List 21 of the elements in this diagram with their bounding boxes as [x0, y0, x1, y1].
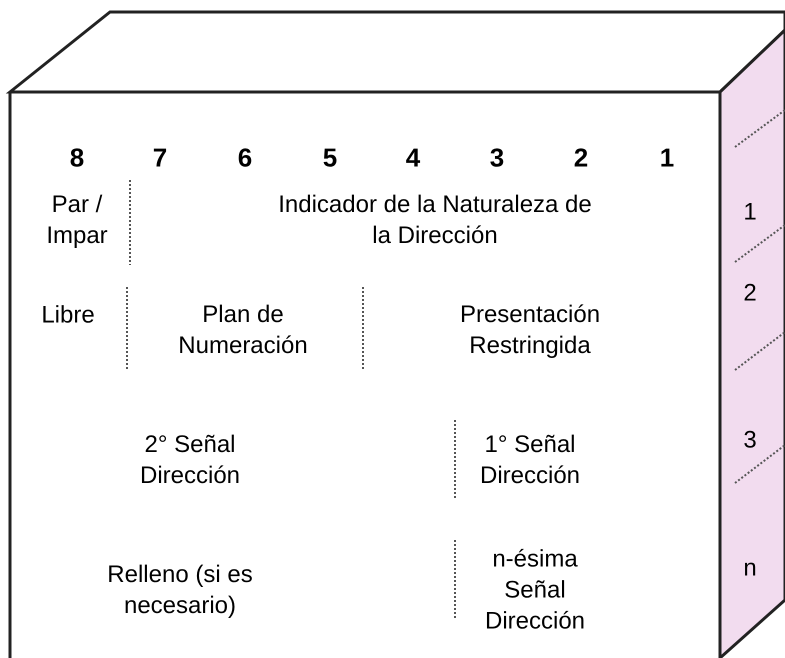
bit-number: 4: [406, 142, 420, 174]
field-label: Relleno (si es necesario): [106, 560, 254, 621]
field-label: Indicador de la Naturaleza de la Dirección: [277, 190, 593, 251]
side-number: n: [743, 554, 757, 584]
bit-number: 5: [322, 142, 338, 174]
field-label: n-ésima Señal Dirección: [484, 544, 586, 636]
field-label: Presentación Restringida: [458, 300, 602, 361]
side-number: 3: [743, 426, 757, 456]
side-number: 2: [743, 278, 757, 308]
bit-number: 1: [660, 142, 674, 174]
field-label: 1° Señal Dirección: [478, 430, 582, 491]
field-label: Par / Impar: [45, 190, 109, 251]
bit-number: 2: [574, 142, 588, 174]
field-label: 2° Señal Dirección: [138, 430, 242, 491]
field-label: Plan de Numeración: [177, 300, 309, 361]
field-label: Libre: [41, 300, 95, 330]
bit-number: 6: [238, 142, 252, 174]
bit-number: 7: [152, 142, 168, 174]
bit-number: 3: [490, 142, 504, 174]
side-number: 1: [743, 198, 757, 228]
bit-number: 8: [70, 142, 84, 174]
